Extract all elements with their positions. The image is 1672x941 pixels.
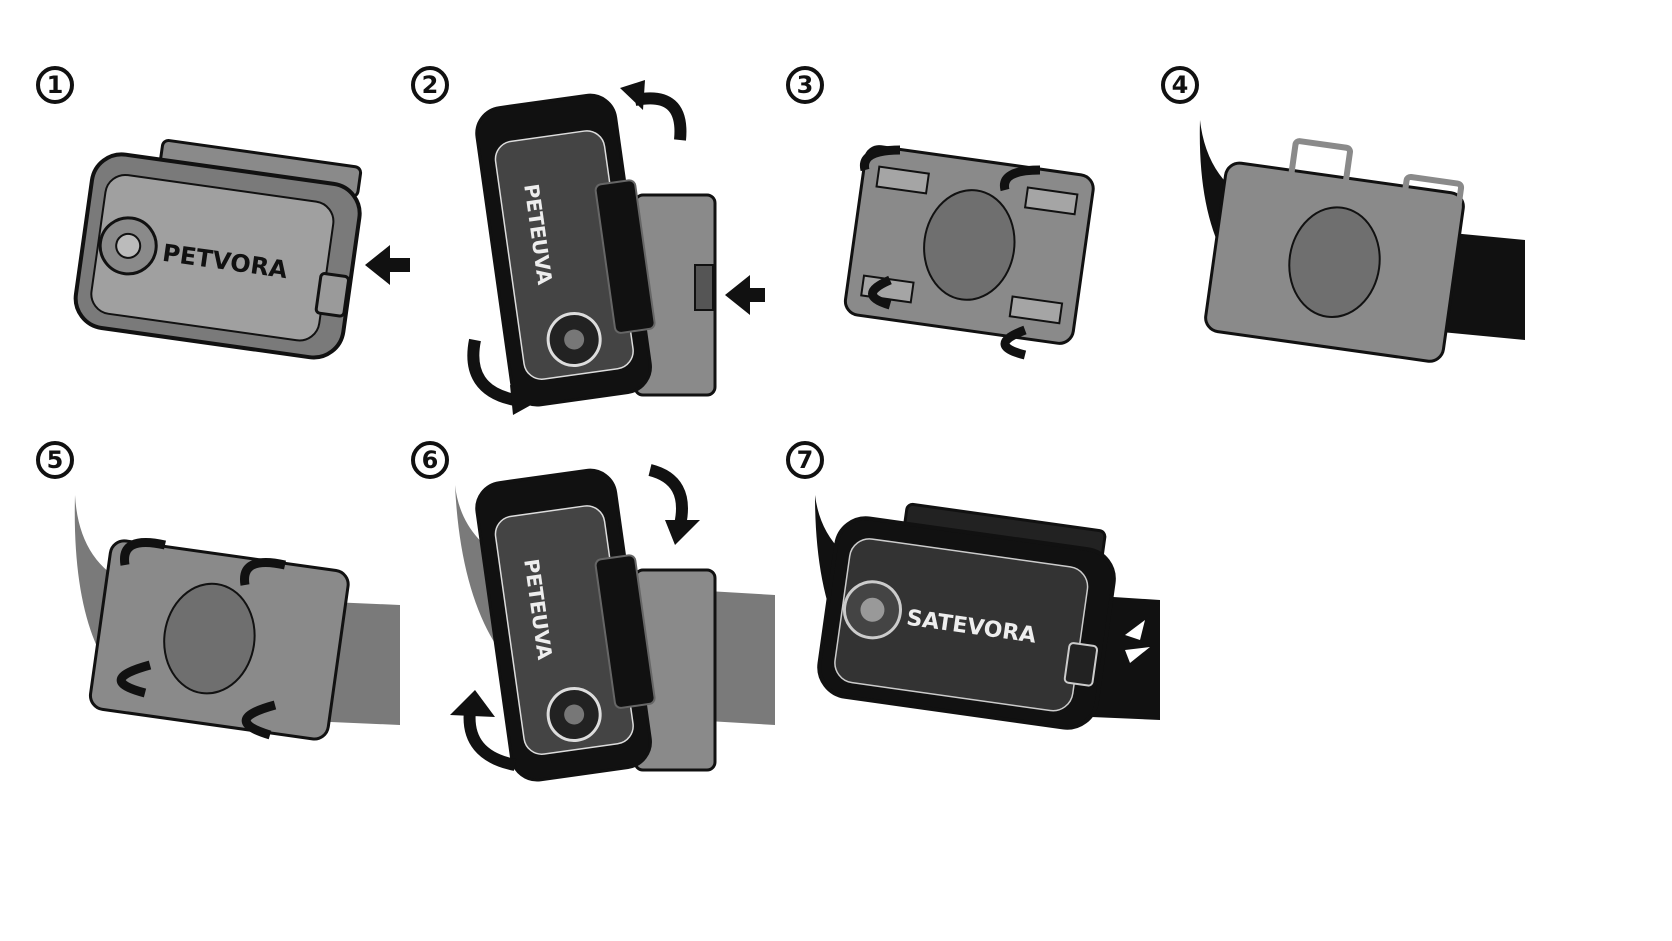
push-arrow-icon xyxy=(365,245,410,285)
step-4: 4 xyxy=(1155,60,1535,390)
step-number-7: 7 xyxy=(786,441,824,479)
step-7: 7 SATEVORA xyxy=(780,435,1180,765)
strap-mount-illustration xyxy=(1199,120,1525,363)
rotate-arrow-top-icon xyxy=(633,92,687,141)
rotate-arrow-bottom-icon xyxy=(467,338,517,406)
step-2: 2 PETEUVA xyxy=(405,60,785,420)
rotate-arrow-bottom-icon xyxy=(463,709,517,771)
clip-arrow-icon xyxy=(241,700,277,740)
click-indicator-icon xyxy=(1125,620,1145,640)
step-number-2: 2 xyxy=(411,66,449,104)
clip-arrow-icon xyxy=(240,558,286,586)
rotate-arrow-top-icon xyxy=(648,464,688,527)
clip-arrow-icon xyxy=(1000,325,1027,360)
click-indicator-icon xyxy=(1125,647,1150,663)
clip-arrow-icon xyxy=(120,538,166,566)
step-3: 3 xyxy=(780,60,1160,390)
step-number-6: 6 xyxy=(411,441,449,479)
step-number-4: 4 xyxy=(1161,66,1199,104)
step-number-1: 1 xyxy=(36,66,74,104)
push-arrow-icon xyxy=(725,275,765,315)
clip-arrow-icon xyxy=(868,275,892,310)
step-6: 6 PETEUVA xyxy=(405,435,785,795)
clip-arrow-icon xyxy=(859,145,901,172)
step-number-3: 3 xyxy=(786,66,824,104)
clip-arrow-icon xyxy=(116,660,152,698)
mount-clips-illustration xyxy=(843,145,1095,360)
camera-insert-illustration: PETVORA xyxy=(73,139,410,360)
camera-rotate-back-illustration: PETEUVA xyxy=(450,464,775,782)
step-5: 5 xyxy=(30,435,410,765)
clip-arrow-icon xyxy=(999,165,1041,192)
camera-rotate-illustration: PETEUVA xyxy=(467,80,765,415)
wrap-clips-illustration xyxy=(74,495,400,741)
step-number-5: 5 xyxy=(36,441,74,479)
step-1: 1 PETVORA xyxy=(30,60,410,390)
camera-mounted-illustration: SATEVORA xyxy=(815,495,1160,730)
